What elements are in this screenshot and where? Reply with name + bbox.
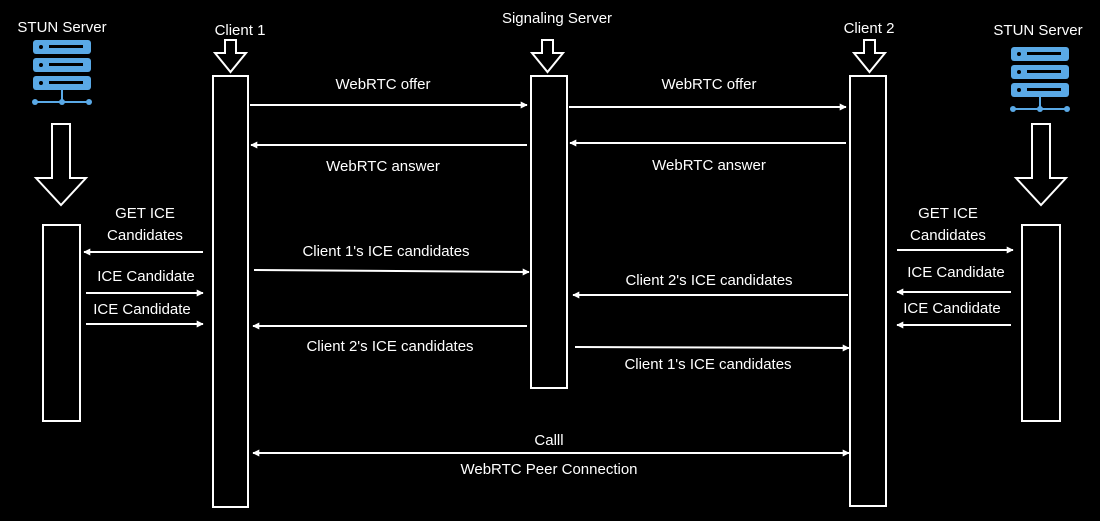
ice-candidates-arrow	[253, 268, 530, 276]
ice-candidate-label: ICE Candidate	[903, 300, 1001, 317]
answer-label: WebRTC answer	[326, 158, 440, 175]
down-arrow-icon	[851, 39, 888, 74]
down-arrow-icon	[212, 39, 249, 74]
ice-candidate-label: ICE Candidate	[97, 268, 195, 285]
down-arrow-icon	[33, 123, 89, 207]
get-ice-label: GET ICE	[115, 205, 175, 222]
stun-server-left-lifeline	[42, 224, 81, 422]
stun-server-left-label: STUN Server	[17, 19, 106, 36]
client-2-lifeline	[849, 75, 887, 507]
ice-candidate-label: ICE Candidate	[93, 301, 191, 318]
offer-label: WebRTC offer	[661, 76, 756, 93]
answer-label: WebRTC answer	[652, 157, 766, 174]
get-ice-label: Candidates	[910, 227, 986, 244]
down-arrow-icon	[1013, 123, 1069, 207]
stun-server-right-lifeline	[1021, 224, 1061, 422]
client-1-label: Client 1	[215, 22, 266, 39]
signaling-server-label: Signaling Server	[502, 10, 612, 27]
offer-label: WebRTC offer	[335, 76, 430, 93]
down-arrow-icon	[529, 39, 566, 74]
peer-connection-label: WebRTC Peer Connection	[460, 461, 637, 478]
server-stack-icon	[32, 40, 92, 105]
ice-candidates-label: Client 2's ICE candidates	[625, 272, 792, 289]
call-label: Calll	[534, 432, 563, 449]
ice-candidates-arrow	[574, 344, 850, 352]
get-ice-label: Candidates	[107, 227, 183, 244]
get-ice-label: GET ICE	[918, 205, 978, 222]
signaling-server-lifeline	[530, 75, 568, 389]
stun-server-right-label: STUN Server	[993, 22, 1082, 39]
ice-candidates-label: Client 1's ICE candidates	[624, 356, 791, 373]
client-1-lifeline	[212, 75, 249, 508]
ice-candidates-label: Client 2's ICE candidates	[306, 338, 473, 355]
server-stack-icon	[1010, 47, 1070, 112]
client-2-label: Client 2	[844, 20, 895, 37]
ice-candidates-label: Client 1's ICE candidates	[302, 243, 469, 260]
ice-candidate-label: ICE Candidate	[907, 264, 1005, 281]
